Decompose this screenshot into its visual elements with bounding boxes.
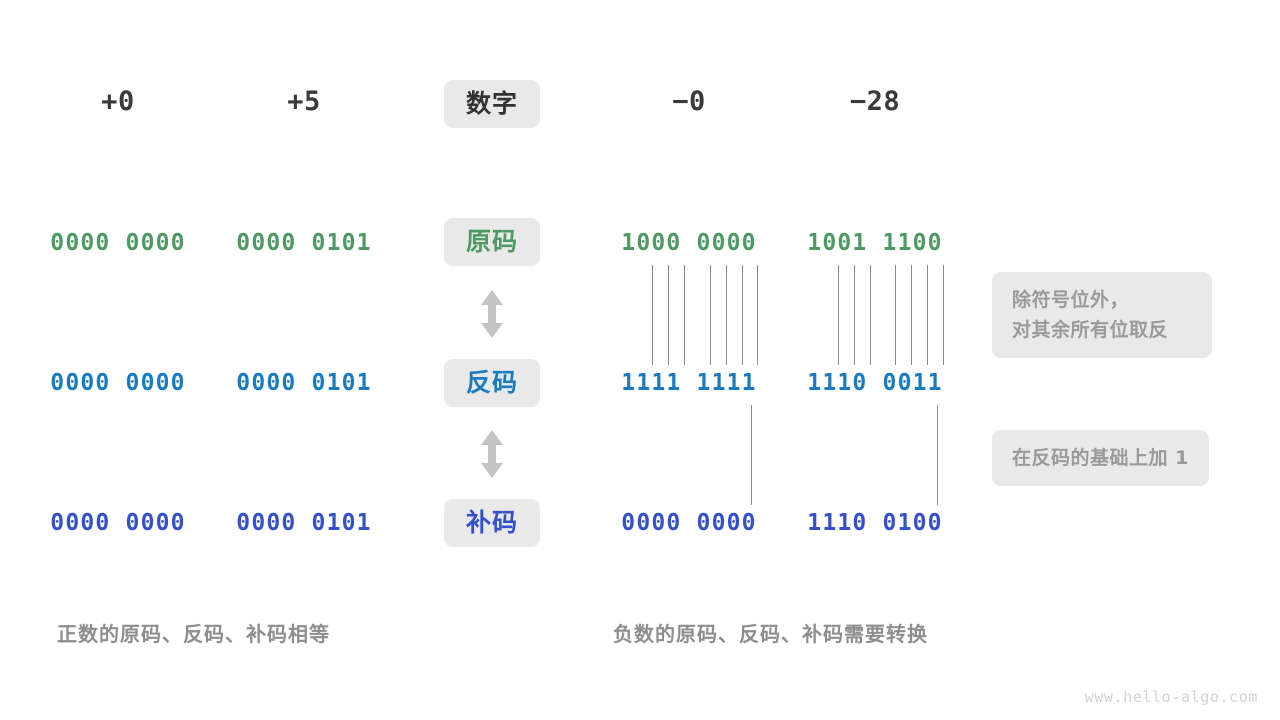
connector-line [668, 265, 669, 365]
column-header-plus-five: +5 [287, 86, 321, 117]
bits-ones-complement-minus-zero: 1111 1111 [621, 370, 757, 396]
connector-line [751, 405, 752, 505]
bits-ones-complement-plus-zero: 0000 0000 [50, 370, 186, 396]
bits-sign-magnitude-plus-zero: 0000 0000 [50, 230, 186, 256]
caption-negative-numbers: 负数的原码、反码、补码需要转换 [613, 622, 928, 646]
connector-line [937, 405, 938, 505]
connector-line [757, 265, 758, 365]
bits-sign-magnitude-plus-five: 0000 0101 [236, 230, 372, 256]
connector-line [927, 265, 928, 365]
bits-ones-complement-minus-twentyeight: 1110 0011 [807, 370, 943, 396]
bits-twos-complement-plus-five: 0000 0101 [236, 510, 372, 536]
connector-line [854, 265, 855, 365]
caption-positive-numbers: 正数的原码、反码、补码相等 [57, 622, 330, 646]
center-label-twos-complement: 补码 [444, 499, 540, 547]
note-add-one-line-1: 在反码的基础上加 1 [1012, 447, 1189, 469]
note-add-one: 在反码的基础上加 1 [992, 430, 1209, 486]
center-label-ones-complement: 反码 [444, 359, 540, 407]
connector-line [710, 265, 711, 365]
bits-twos-complement-minus-twentyeight: 1110 0100 [807, 510, 943, 536]
connector-line [870, 265, 871, 365]
note-invert-bits-line-2: 对其余所有位取反 [1012, 319, 1169, 341]
column-header-minus-zero: −0 [672, 86, 706, 117]
updown-arrow-icon-carry [475, 428, 509, 480]
bits-sign-magnitude-minus-zero: 1000 0000 [621, 230, 757, 256]
column-header-plus-zero: +0 [101, 86, 135, 117]
bits-twos-complement-plus-zero: 0000 0000 [50, 510, 186, 536]
note-invert-bits-line-1: 除符号位外， [1012, 289, 1130, 311]
center-label-number: 数字 [444, 80, 540, 128]
connector-line [652, 265, 653, 365]
note-invert-bits: 除符号位外， 对其余所有位取反 [992, 272, 1212, 358]
connector-line [684, 265, 685, 365]
updown-arrow-icon-invert [475, 288, 509, 340]
connector-line [838, 265, 839, 365]
bits-sign-magnitude-minus-twentyeight: 1001 1100 [807, 230, 943, 256]
bits-twos-complement-minus-zero: 0000 0000 [621, 510, 757, 536]
connector-line [911, 265, 912, 365]
connector-line [742, 265, 743, 365]
connector-line [726, 265, 727, 365]
bits-ones-complement-plus-five: 0000 0101 [236, 370, 372, 396]
watermark: www.hello-algo.com [1084, 688, 1258, 706]
center-label-sign-magnitude: 原码 [444, 218, 540, 266]
column-header-minus-twentyeight: −28 [849, 86, 901, 117]
connector-line [943, 265, 944, 365]
connector-line [895, 265, 896, 365]
